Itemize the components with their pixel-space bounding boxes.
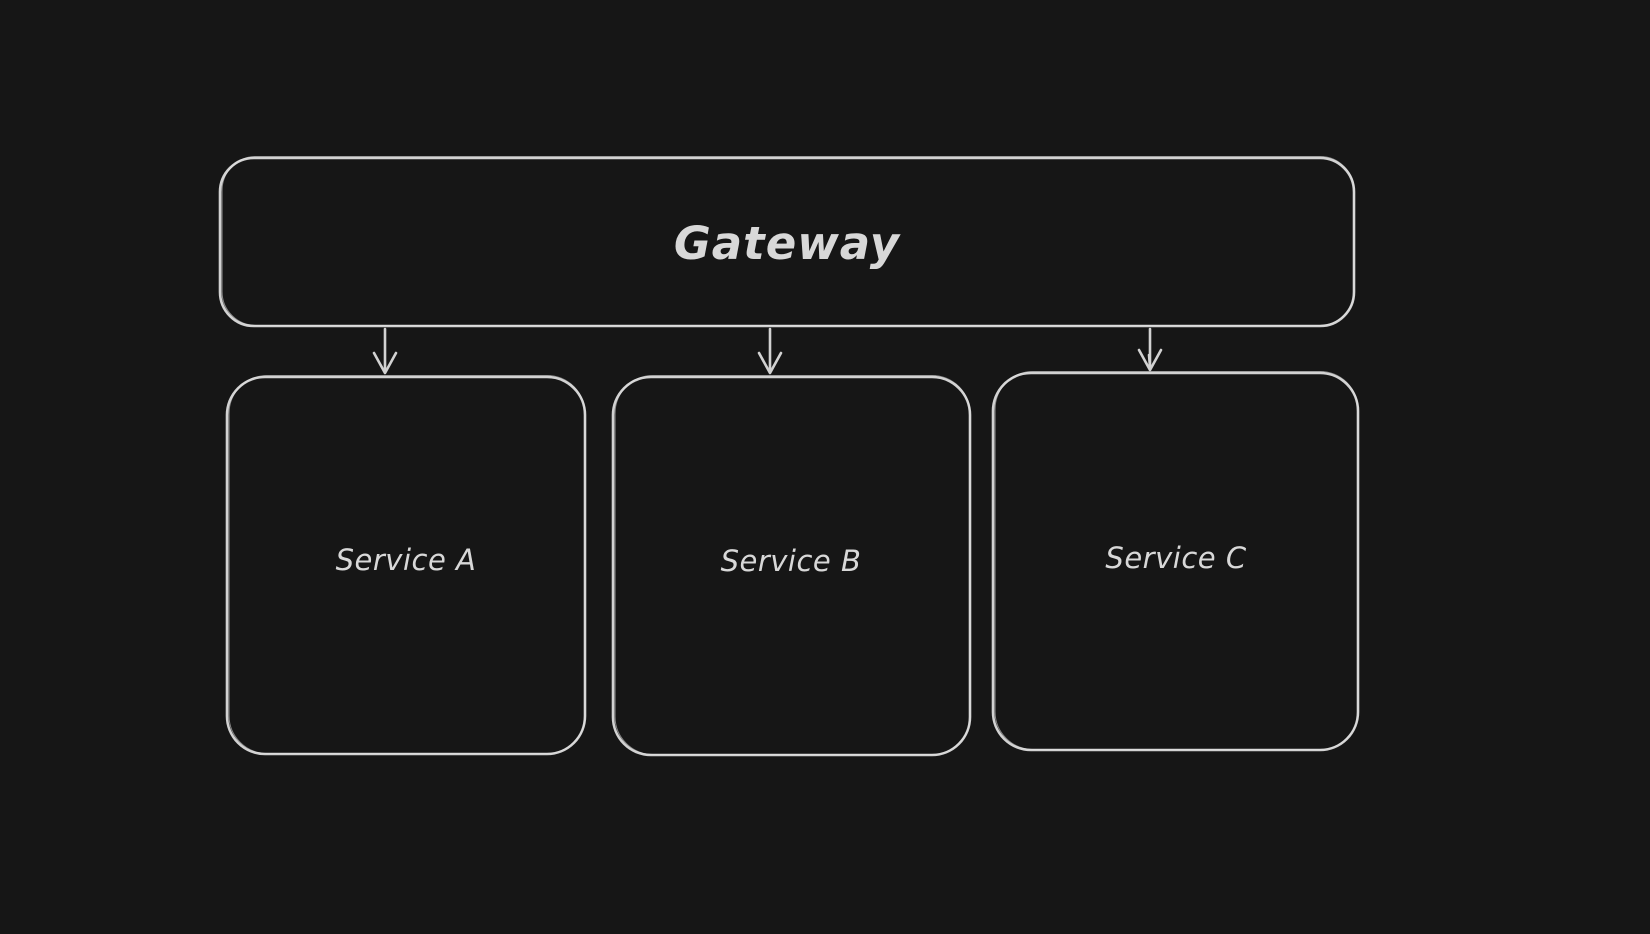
arrow-shaft xyxy=(1147,327,1152,369)
arrow-down-icon xyxy=(1137,348,1163,372)
connector-gateway-service-b[interactable] xyxy=(757,327,783,375)
gateway-box-sketch-pass xyxy=(221,155,1355,327)
service-b-label: Service B xyxy=(721,544,862,578)
arrow-down-icon xyxy=(372,351,398,375)
service-c-node[interactable]: Service C xyxy=(991,370,1360,752)
connector-gateway-service-c[interactable] xyxy=(1137,327,1163,372)
service-b-node[interactable]: Service B xyxy=(611,374,972,757)
arrow-down-icon xyxy=(757,351,783,375)
service-a-label: Service A xyxy=(336,543,477,577)
gateway-label: Gateway xyxy=(674,217,901,270)
service-c-label: Service C xyxy=(1105,541,1246,575)
service-a-box-sketch-pass xyxy=(228,374,586,755)
gateway-node[interactable]: Gateway xyxy=(218,155,1356,328)
service-c-box-sketch-pass xyxy=(994,370,1359,751)
connector-gateway-service-a[interactable] xyxy=(372,327,398,375)
service-b-box-sketch-pass xyxy=(614,374,971,756)
service-a-node[interactable]: Service A xyxy=(225,374,587,756)
